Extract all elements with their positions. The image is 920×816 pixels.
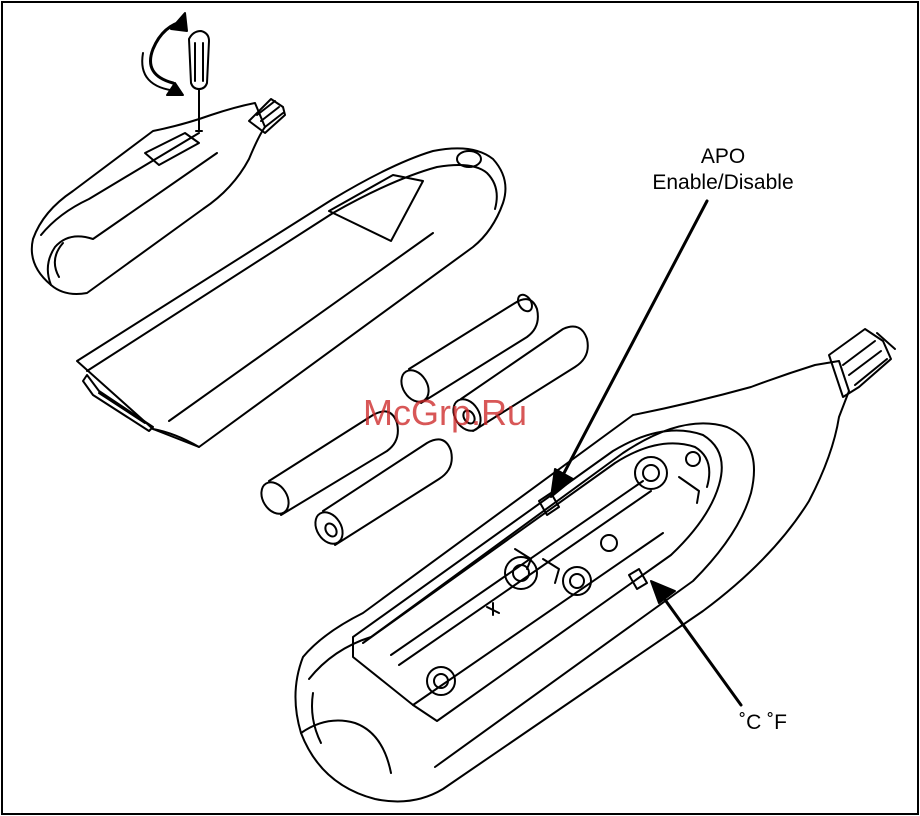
apo-leader-arrow xyxy=(551,201,707,497)
battery xyxy=(396,292,538,407)
rotation-arrow-icon xyxy=(142,13,187,95)
cf-leader-arrow xyxy=(651,581,741,705)
apo-enable-disable-label: APO Enable/Disable xyxy=(618,144,828,196)
watermark: McGrp.Ru xyxy=(363,392,527,434)
temperature-unit-label: ˚C ˚F xyxy=(708,710,818,736)
small-meter xyxy=(32,99,285,294)
apo-label-line2: Enable/Disable xyxy=(618,170,828,196)
apo-label-line1: APO xyxy=(618,144,828,170)
